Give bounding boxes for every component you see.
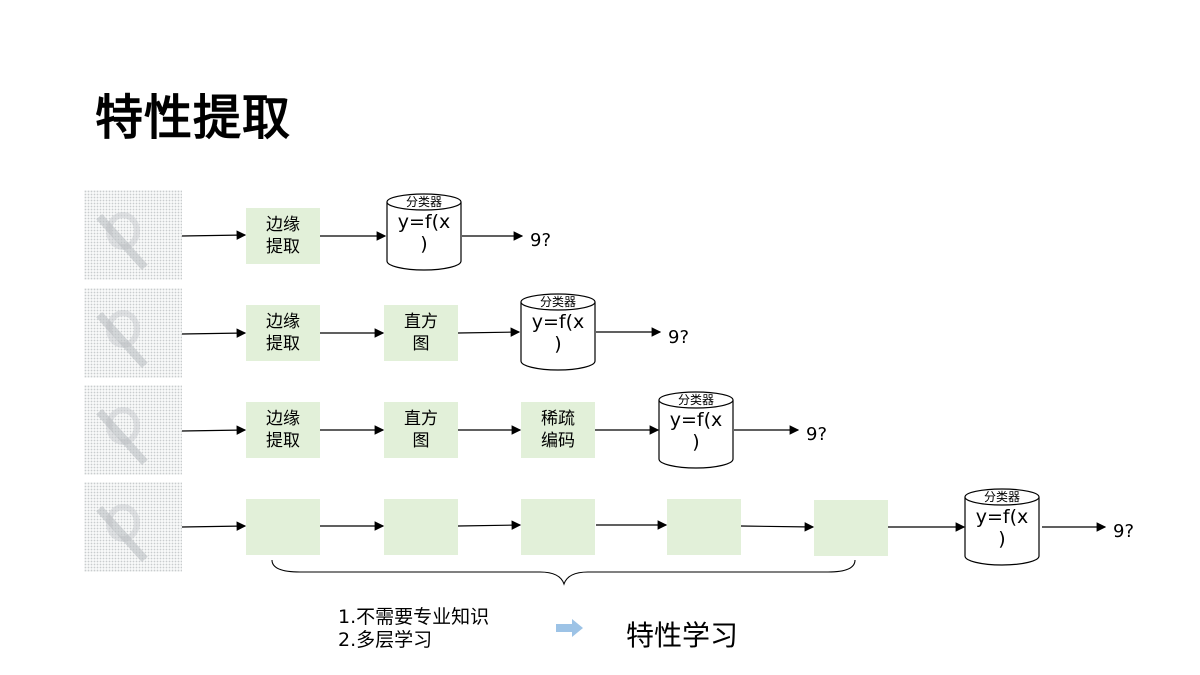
classifier-caption: 分类器 — [405, 195, 442, 209]
sparse-coding-box: 稀疏 编码 — [521, 402, 595, 458]
box-label: 图 — [412, 431, 430, 451]
box-label: 边缘 — [266, 409, 300, 429]
note-item: 1.不需要专业知识 — [338, 606, 490, 628]
classifier-formula: y=f(x — [397, 211, 451, 233]
edge-extraction-box: 边缘 提取 — [246, 208, 320, 264]
classifier-formula: y=f(x — [975, 506, 1029, 528]
input-image-thumbnail — [84, 288, 182, 378]
classifier-formula: y=f(x — [531, 311, 585, 333]
output-label: 9? — [1113, 521, 1135, 542]
box-label: 边缘 — [266, 312, 300, 332]
box-label: 提取 — [266, 431, 300, 451]
box-label: 直方 — [404, 312, 438, 332]
box-label: 边缘 — [266, 215, 300, 235]
histogram-box: 直方 图 — [384, 402, 458, 458]
box-label: 稀疏 — [541, 409, 575, 429]
input-image-thumbnail — [84, 385, 182, 475]
classifier-formula-end: ) — [420, 233, 428, 255]
output-label: 9? — [806, 424, 828, 445]
note-item: 2.多层学习 — [338, 629, 433, 651]
output-label: 9? — [668, 327, 690, 348]
right-arrow-icon — [556, 619, 583, 637]
learned-layer-box — [814, 500, 888, 556]
output-label: 9? — [530, 230, 552, 251]
box-label: 提取 — [266, 334, 300, 354]
page-title: 特性提取 — [95, 90, 292, 146]
box-label: 编码 — [541, 431, 575, 451]
classifier-cylinder: 分类器 y=f(x) — [658, 391, 734, 469]
feature-learning-label: 特性学习 — [626, 619, 739, 652]
learned-layer-box — [246, 499, 320, 555]
classifier-caption: 分类器 — [539, 295, 576, 309]
classifier-caption: 分类器 — [677, 393, 714, 407]
learned-layer-box — [384, 499, 458, 555]
classifier-cylinder: 分类器 y=f(x) — [386, 193, 462, 271]
classifier-formula-end: ) — [998, 528, 1006, 550]
classifier-formula-end: ) — [554, 333, 562, 355]
box-label: 直方 — [404, 409, 438, 429]
learned-layer-box — [521, 499, 595, 555]
classifier-formula: y=f(x — [669, 409, 723, 431]
edge-extraction-box: 边缘 提取 — [246, 402, 320, 458]
edge-extraction-box: 边缘 提取 — [246, 305, 320, 361]
learned-layer-box — [667, 499, 741, 555]
input-image-thumbnail — [84, 482, 182, 572]
curly-brace — [271, 559, 856, 586]
notes-list: 1.不需要专业知识 2.多层学习 — [338, 606, 489, 652]
input-image-thumbnail — [84, 190, 182, 280]
box-label: 图 — [412, 334, 430, 354]
classifier-caption: 分类器 — [983, 490, 1020, 504]
classifier-cylinder: 分类器 y=f(x) — [520, 293, 596, 371]
classifier-cylinder: 分类器 y=f(x) — [964, 488, 1040, 566]
classifier-formula-end: ) — [692, 431, 700, 453]
histogram-box: 直方 图 — [384, 305, 458, 361]
box-label: 提取 — [266, 237, 300, 257]
